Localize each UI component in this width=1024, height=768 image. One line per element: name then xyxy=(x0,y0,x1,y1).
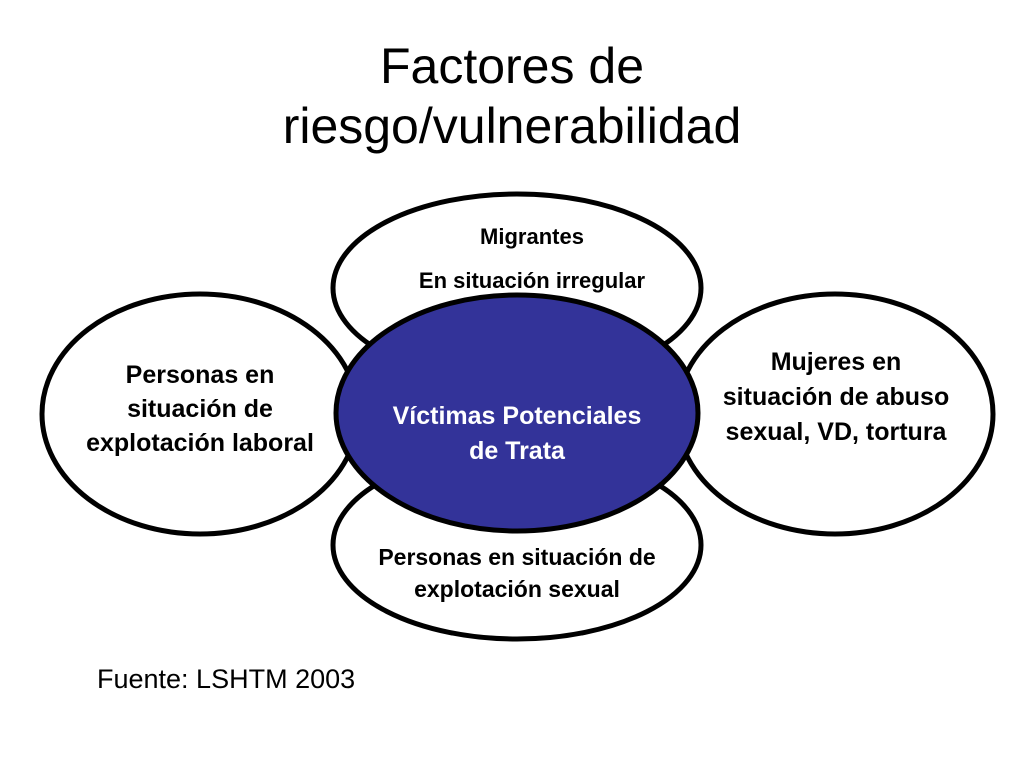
label-left-line-2: situación de xyxy=(127,395,273,423)
slide-title-line-2: riesgo/vulnerabilidad xyxy=(282,98,742,154)
label-left-line-1: Personas en xyxy=(126,361,275,389)
label-center-line-2: de Trata xyxy=(469,437,566,465)
label-right-line-1: Mujeres en xyxy=(771,348,902,376)
label-bottom-line-2: explotación sexual xyxy=(414,576,620,602)
label-right-line-2: situación de abuso xyxy=(723,383,949,411)
ellipse-right xyxy=(674,291,996,537)
slide-title-line-1: Factores de xyxy=(379,38,644,94)
ellipse-center xyxy=(333,292,701,534)
label-bottom-line-1: Personas en situación de xyxy=(378,544,655,570)
label-center-line-1: Víctimas Potenciales xyxy=(393,402,642,430)
label-left-line-3: explotación laboral xyxy=(86,429,314,457)
slide-title: Factores de riesgo/vulnerabilidad xyxy=(0,36,1024,156)
source-note: Fuente: LSHTM 2003 xyxy=(97,664,356,694)
label-right-line-3: sexual, VD, tortura xyxy=(726,418,948,446)
label-top-line-1: Migrantes xyxy=(480,224,584,249)
label-top-line-2: En situación irregular xyxy=(419,268,646,293)
